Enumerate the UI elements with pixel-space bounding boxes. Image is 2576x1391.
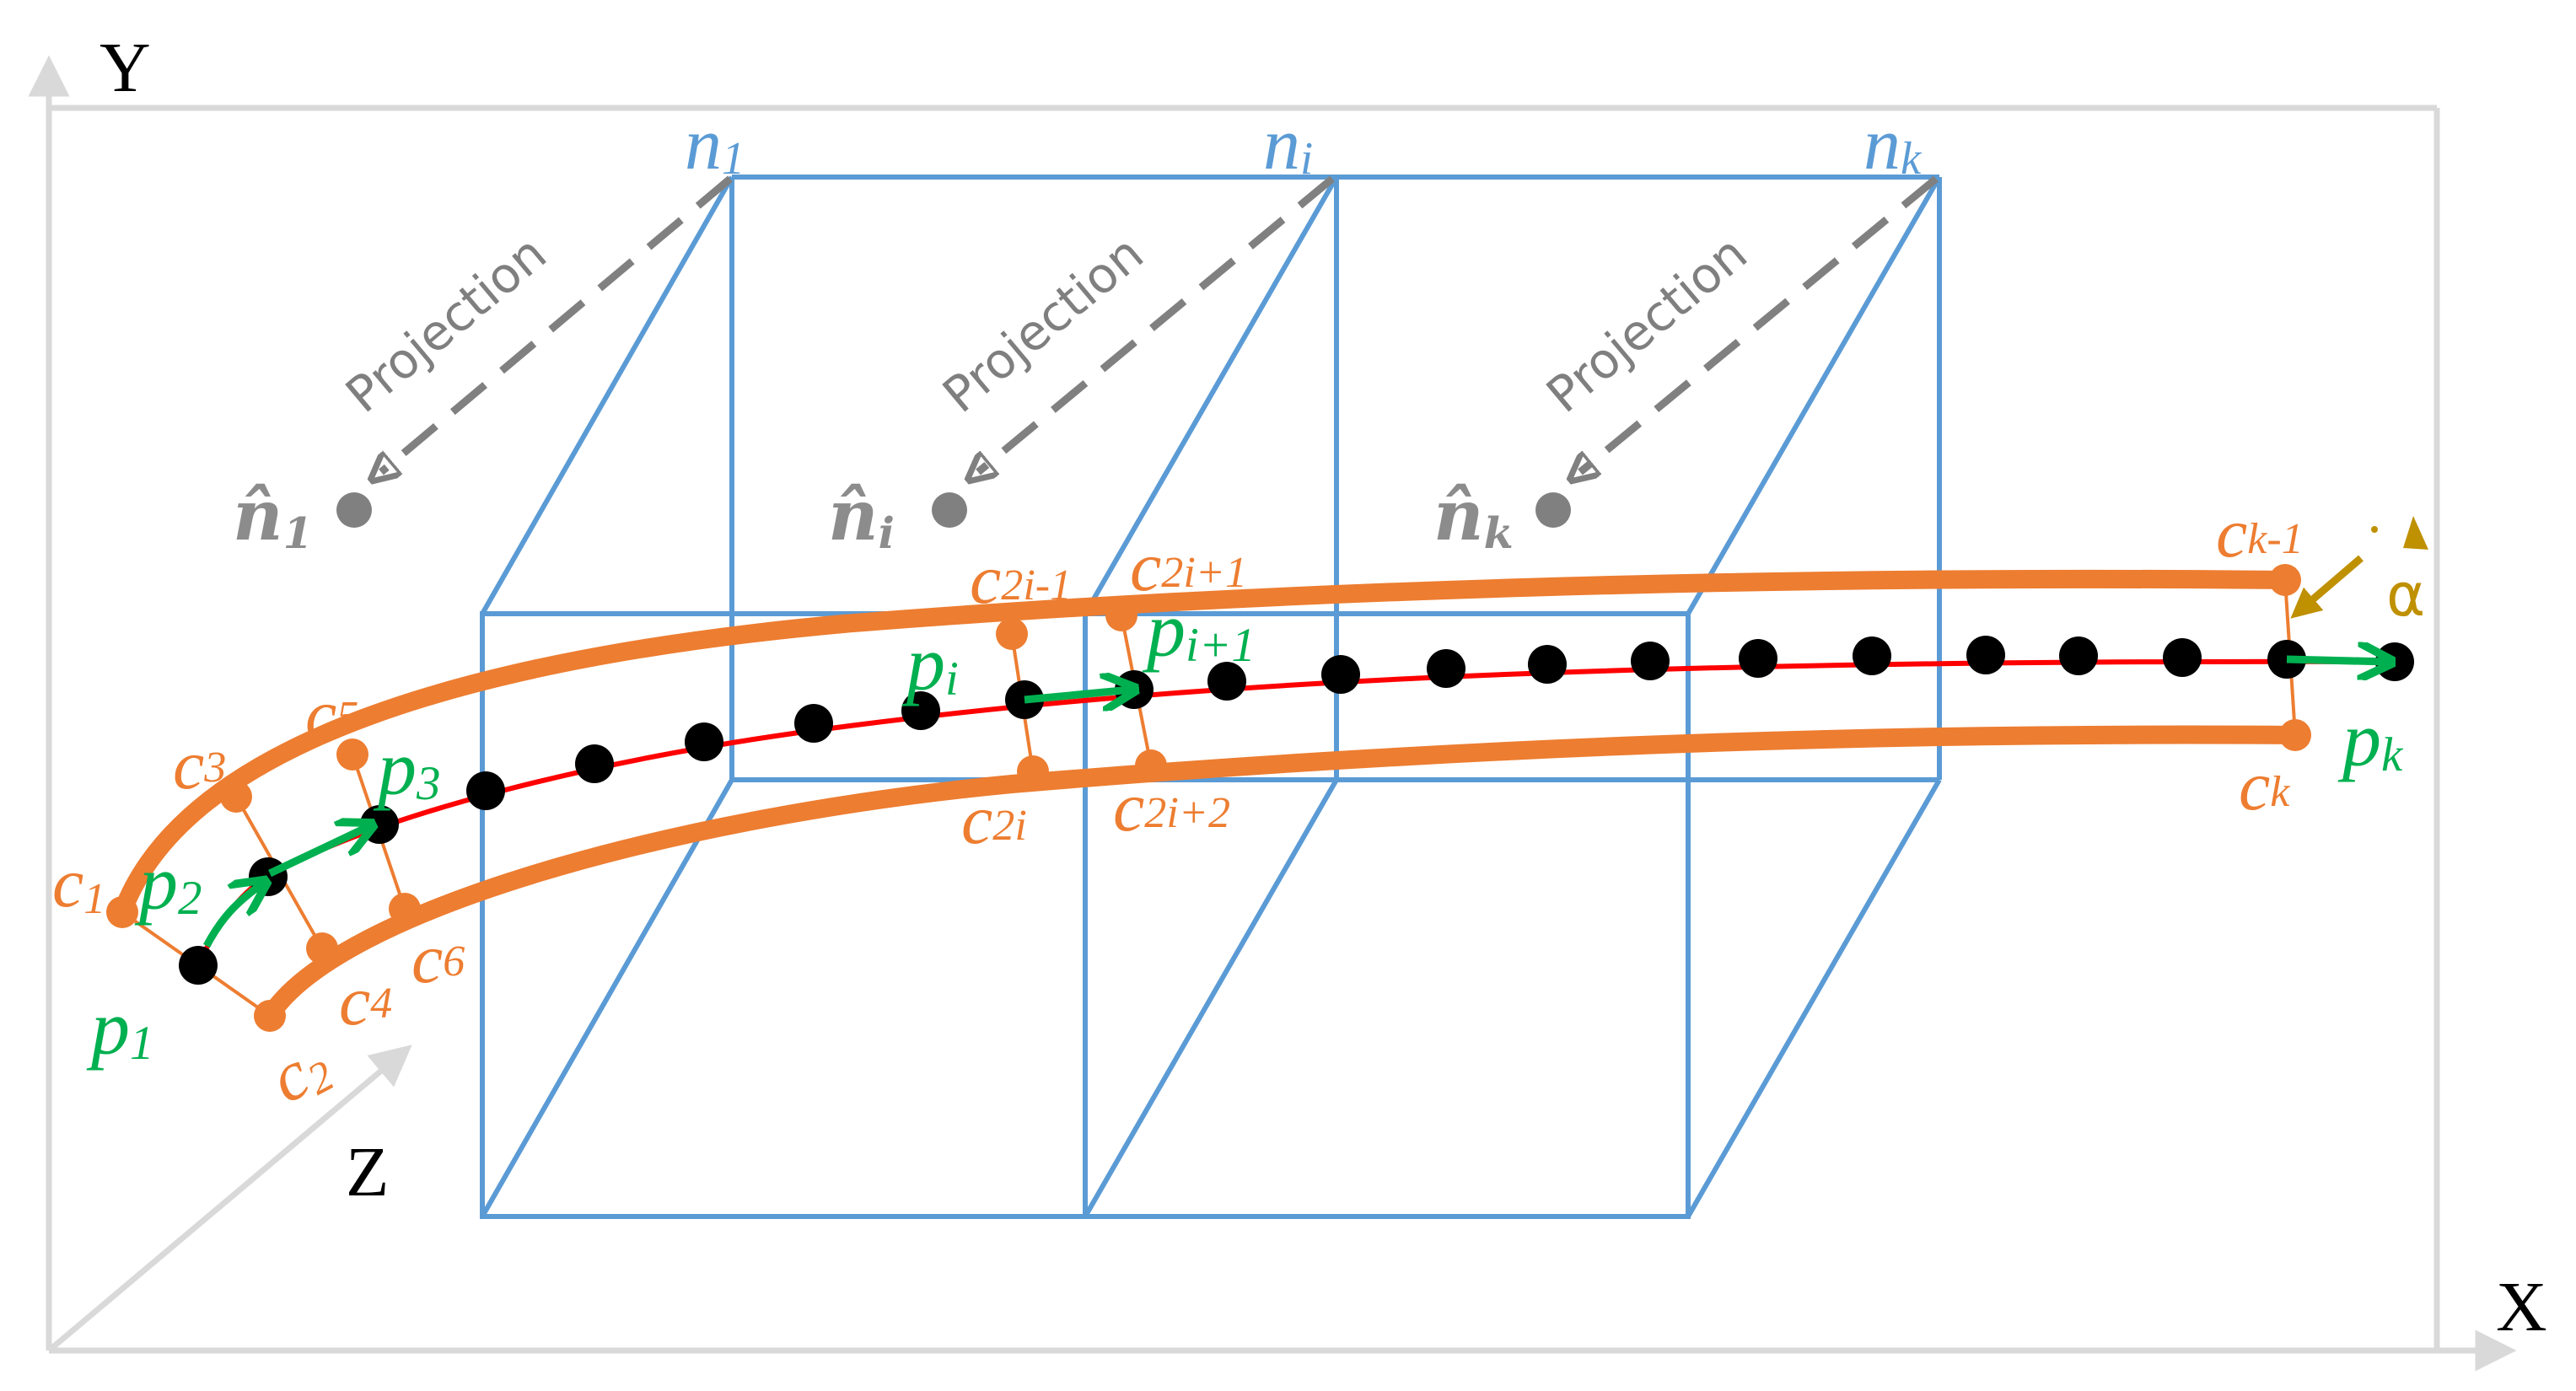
corner-label-c4: c4 xyxy=(339,962,392,1040)
projection-label-k: Projection xyxy=(1535,224,1757,423)
vector-pi-pi1 xyxy=(1024,690,1132,700)
projection-arrow-1 xyxy=(381,175,733,472)
trajectory-point xyxy=(1853,636,1891,675)
trajectory-point xyxy=(1528,645,1567,684)
tube-upper-boundary xyxy=(113,569,2294,921)
trajectory-point xyxy=(2163,638,2202,677)
projected-node-points xyxy=(336,492,1571,528)
projected-node-label-1: n̂1 xyxy=(233,475,313,558)
corner-label-c2i-1: c2i-1 xyxy=(970,540,1072,619)
point-label-pi1: pi+1 xyxy=(1142,587,1256,673)
point-label-p3: p3 xyxy=(373,725,441,811)
angle-arc-marker xyxy=(2403,516,2428,550)
corner-c6 xyxy=(389,893,421,925)
voxel-boxes xyxy=(480,175,1942,1219)
point-label-p2: p2 xyxy=(134,840,202,926)
projection-arrows xyxy=(381,175,1939,472)
axes xyxy=(28,55,2517,1372)
corner-label-c2i+2: c2i+2 xyxy=(1113,768,1230,846)
point-labels: p1 p2 p3 pi pi+1 pk xyxy=(86,587,2404,1071)
corner-points xyxy=(106,564,2311,1032)
corner-c2i-1 xyxy=(996,618,1028,650)
node-label-ni: ni xyxy=(1263,104,1313,185)
projected-node-1 xyxy=(336,492,372,528)
trajectory-point xyxy=(1739,639,1777,678)
y-axis-label: Y xyxy=(99,29,151,107)
corner-c2 xyxy=(254,1000,286,1032)
centerline xyxy=(196,658,2396,967)
trajectory-point xyxy=(466,771,505,810)
trajectory-point xyxy=(1966,636,2005,674)
point-label-pk: pk xyxy=(2337,696,2404,782)
trajectory-point xyxy=(1631,642,1670,680)
projected-node-i xyxy=(932,492,967,528)
angle-indicator: α xyxy=(2290,516,2428,630)
corner-label-c5: c5 xyxy=(305,675,358,754)
x-axis-label: X xyxy=(2496,1268,2547,1346)
point-label-p1: p1 xyxy=(86,985,154,1071)
corner-c2i+2 xyxy=(1135,749,1167,781)
trajectory-point xyxy=(794,704,833,743)
trajectory-points xyxy=(179,636,2414,985)
corner-c1 xyxy=(106,896,138,928)
angle-arrow xyxy=(2290,555,2364,619)
corner-ck-1 xyxy=(2269,564,2301,596)
corner-c5 xyxy=(336,738,368,771)
trajectory-point xyxy=(575,744,614,783)
node-label-n1: n1 xyxy=(685,104,745,185)
vector-p1-p2 xyxy=(203,883,263,948)
box-depth-bottom-mid xyxy=(1083,778,1339,1218)
node-label-nk: nk xyxy=(1863,104,1923,185)
projection-arrow-i xyxy=(978,175,1335,472)
projection-label-i: Projection xyxy=(932,224,1154,423)
trajectory-point xyxy=(1207,662,1246,701)
trajectory-point xyxy=(685,722,723,761)
corner-label-c2i: c2i xyxy=(961,781,1027,859)
projection-label-1: Projection xyxy=(335,224,557,423)
corner-c2i xyxy=(1017,755,1049,787)
corner-label-c3: c3 xyxy=(173,726,226,804)
corner-label-ck: ck xyxy=(2239,747,2290,825)
z-axis-line xyxy=(46,1045,412,1353)
trajectory-point xyxy=(1427,649,1465,688)
projected-node-label-i: n̂i xyxy=(828,475,895,558)
corner-c3 xyxy=(220,781,252,813)
trajectory-point xyxy=(179,946,218,985)
corner-c2i+1 xyxy=(1105,599,1137,631)
trajectory-point xyxy=(1321,655,1360,694)
corner-label-c6: c6 xyxy=(411,920,465,998)
box-depth-top-left xyxy=(480,175,734,615)
tube-lower-boundary xyxy=(261,725,2304,1025)
trajectory-point xyxy=(2059,636,2098,675)
projection-arrow-k xyxy=(1580,175,1939,472)
corner-label-ck-1: ck-1 xyxy=(2216,494,2304,572)
vector-p2-p3 xyxy=(268,826,369,878)
direction-vectors xyxy=(203,659,2388,948)
box-depth-top-right xyxy=(1686,175,1942,615)
box-depth-bottom-right xyxy=(1686,778,1942,1218)
corner-label-c2i+1: c2i+1 xyxy=(1130,528,1247,606)
trajectory-point xyxy=(901,691,940,730)
corner-label-c1: c1 xyxy=(52,844,105,923)
z-axis-label: Z xyxy=(346,1133,389,1211)
corner-label-c2: c2 xyxy=(257,1024,341,1120)
angle-label: α xyxy=(2386,561,2425,630)
box-depth-bottom-left xyxy=(480,778,734,1218)
angle-dot xyxy=(2371,526,2378,533)
corner-c4 xyxy=(306,932,338,964)
vector-pk xyxy=(2286,659,2388,662)
projected-node-k xyxy=(1535,492,1571,528)
projected-node-label-k: n̂k xyxy=(1433,475,1514,558)
box-depth-top-mid xyxy=(1083,175,1339,615)
corner-labels: c1 c2 c3 c4 c5 c6 c2i-1 c2i c2i+1 c2i+2 … xyxy=(52,494,2304,1120)
corner-ck xyxy=(2279,719,2311,751)
point-label-pi: pi xyxy=(901,620,959,706)
